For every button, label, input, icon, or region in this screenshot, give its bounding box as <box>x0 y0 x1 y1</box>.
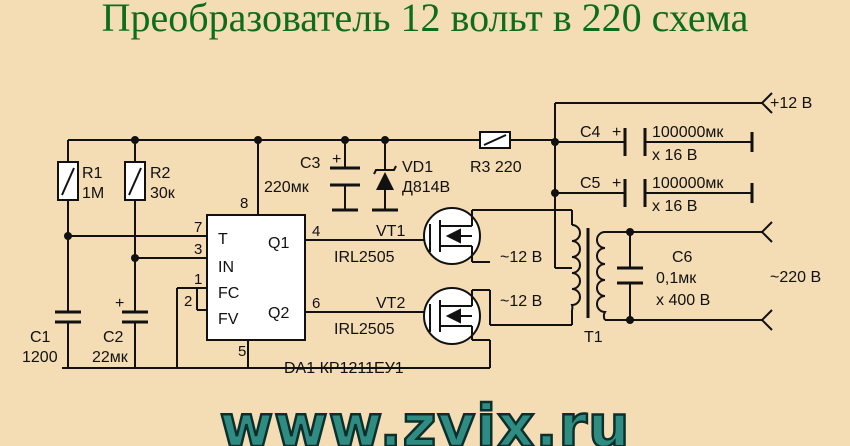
zener-diode-vd1 <box>373 165 397 190</box>
c4-voltage: x 16 В <box>652 147 697 164</box>
vd1-name: VD1 <box>402 159 433 176</box>
ic-pin-t: T <box>218 231 228 248</box>
ic-pin-q1: Q1 <box>268 235 289 252</box>
c4-name: C4 <box>580 124 601 141</box>
c2-value: 22мк <box>92 349 129 366</box>
pin-5: 5 <box>238 343 246 360</box>
c3-name: C3 <box>300 155 321 172</box>
c4-value: 100000мк <box>652 124 724 141</box>
pin-1: 1 <box>194 271 202 288</box>
c2-plus: + <box>115 295 124 312</box>
r1-value: 1М <box>82 185 104 202</box>
vt1-value: IRL2505 <box>334 249 395 266</box>
c6-name: C6 <box>672 249 693 266</box>
capacitor-c6 <box>617 266 643 285</box>
c4-plus: + <box>612 124 621 141</box>
out-220v-label: ~220 В <box>770 269 821 286</box>
junction-dots <box>64 136 634 324</box>
c6-value: 0,1мк <box>656 270 697 287</box>
c3-plus: + <box>332 151 341 168</box>
plus-12v-label: +12 В <box>770 95 812 112</box>
pin-2: 2 <box>184 293 192 310</box>
r2-value: 30к <box>150 185 176 202</box>
vt1-name: VT1 <box>376 223 405 240</box>
vd1-value: Д814В <box>402 179 450 196</box>
transformer-t1 <box>570 224 607 321</box>
c3-value: 220мк <box>264 179 310 196</box>
ic-pin-q2: Q2 <box>268 305 289 322</box>
watermark-logo: www.zvix.ru <box>220 392 631 446</box>
r3-label: R3 220 <box>470 159 522 176</box>
ic-pin-in: IN <box>218 259 234 276</box>
vt2-name: VT2 <box>376 295 405 312</box>
c5-plus: + <box>612 175 621 192</box>
t1-label: T1 <box>584 329 603 346</box>
c6-voltage: x 400 В <box>656 292 710 309</box>
page-title: Преобразователь 12 вольт в 220 схема <box>101 0 749 40</box>
pin-8: 8 <box>240 195 248 212</box>
r2-name: R2 <box>150 165 171 182</box>
capacitor-c5 <box>623 179 647 207</box>
wires <box>62 102 762 369</box>
c5-voltage: x 16 В <box>652 198 697 215</box>
c1-name: C1 <box>30 329 51 346</box>
c5-value: 100000мк <box>652 175 724 192</box>
terminal-arrows <box>760 92 773 331</box>
r1-name: R1 <box>82 165 103 182</box>
c2-name: C2 <box>103 329 124 346</box>
mosfet-vt1 <box>423 207 481 265</box>
pin-6: 6 <box>312 295 320 312</box>
mosfet-vt2 <box>423 287 481 345</box>
transformer-bottom-voltage: ~12 В <box>500 293 542 310</box>
capacitor-c3 <box>330 166 360 212</box>
vt2-value: IRL2505 <box>334 321 395 338</box>
transformer-top-voltage: ~12 В <box>500 249 542 266</box>
ic-da1 <box>206 214 306 341</box>
pin-3: 3 <box>194 241 202 258</box>
ic-pin-fv: FV <box>218 311 239 328</box>
terminal-bars <box>372 132 754 212</box>
capacitor-c1 <box>55 310 81 324</box>
c1-value: 1200 <box>22 349 58 366</box>
pin-4: 4 <box>312 223 320 240</box>
ic-label: DA1 КР1211ЕУ1 <box>284 360 404 377</box>
c5-name: C5 <box>580 175 601 192</box>
pin-7: 7 <box>194 219 202 236</box>
ic-pin-fc: FC <box>218 285 239 302</box>
capacitor-c2 <box>122 310 148 324</box>
capacitor-c4 <box>623 128 647 156</box>
